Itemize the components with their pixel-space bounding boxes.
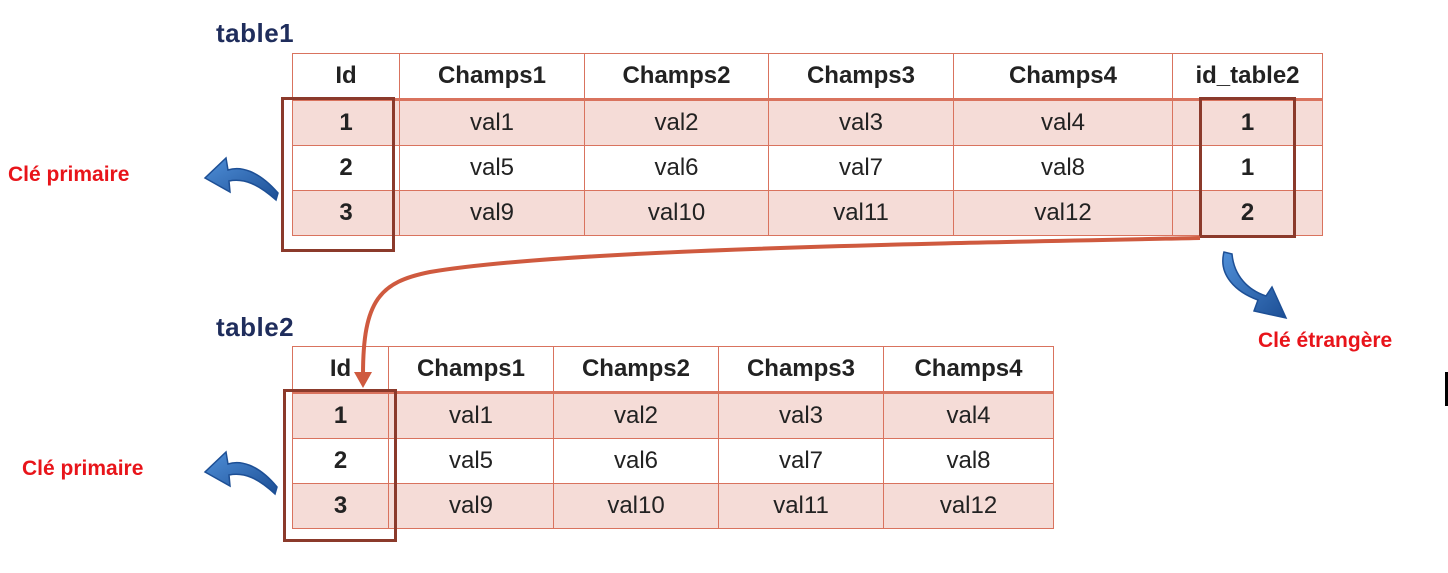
table2-cell: val7 [718, 438, 884, 484]
table2-cell: val9 [388, 483, 554, 529]
table2: Id Champs1 Champs2 Champs3 Champs4 1 val… [292, 346, 1054, 529]
table1-cell: val3 [768, 99, 954, 146]
table1-cell: 1 [292, 99, 400, 146]
foreign-key-label: Clé étrangère [1258, 329, 1393, 352]
table-row: 2 val5 val6 val7 val8 1 [292, 145, 1323, 191]
table1-header-id: Id [292, 53, 400, 100]
table1-header-id-table2: id_table2 [1172, 53, 1323, 100]
table-row: 2 val5 val6 val7 val8 [292, 438, 1054, 484]
table1-cell: val8 [953, 145, 1173, 191]
curved-arrow-left-icon [203, 450, 278, 496]
table1-fk-cell: 1 [1172, 99, 1323, 146]
table1-title: table1 [216, 18, 295, 48]
table-row: 1 val1 val2 val3 val4 [292, 392, 1054, 439]
table1-primary-key-box [281, 97, 395, 252]
table2-cell: val3 [718, 392, 884, 439]
table1-cell: val5 [399, 145, 585, 191]
table1-cell: val4 [953, 99, 1173, 146]
table1-cell: 3 [292, 190, 400, 236]
table2-header-id: Id [292, 346, 389, 393]
table2-cell: val6 [553, 438, 719, 484]
relation-link-arrow [354, 236, 1201, 388]
table1-cell: val9 [399, 190, 585, 236]
table1-header-champs1: Champs1 [399, 53, 585, 100]
table2-header-champs1: Champs1 [388, 346, 554, 393]
table2-cell: val12 [883, 483, 1054, 529]
table1-cell: val12 [953, 190, 1173, 236]
table1-cell: val2 [584, 99, 769, 146]
table1-cell: val11 [768, 190, 954, 236]
table1: Id Champs1 Champs2 Champs3 Champs4 id_ta… [292, 53, 1323, 236]
primary-key-label-table2: Clé primaire [22, 457, 144, 480]
table2-cell: 3 [292, 483, 389, 529]
table2-cell: val1 [388, 392, 554, 439]
table1-fk-cell: 2 [1172, 190, 1323, 236]
table2-cell: val10 [553, 483, 719, 529]
table2-cell: val11 [718, 483, 884, 529]
table1-header-row: Id Champs1 Champs2 Champs3 Champs4 id_ta… [292, 53, 1323, 100]
table2-cell: val5 [388, 438, 554, 484]
table1-header-champs2: Champs2 [584, 53, 769, 100]
table2-cell: val4 [883, 392, 1054, 439]
table2-header-champs3: Champs3 [718, 346, 884, 393]
table1-cell: val7 [768, 145, 954, 191]
table2-primary-key-box [283, 389, 397, 542]
table1-cell: val10 [584, 190, 769, 236]
table1-cell: val6 [584, 145, 769, 191]
table-row: 3 val9 val10 val11 val12 [292, 483, 1054, 529]
table2-cell: val8 [883, 438, 1054, 484]
table-row: 1 val1 val2 val3 val4 1 [292, 99, 1323, 146]
edge-mark [1445, 372, 1448, 406]
table2-title: table2 [216, 312, 295, 342]
table1-header-champs4: Champs4 [953, 53, 1173, 100]
table1-header-champs3: Champs3 [768, 53, 954, 100]
table-row: 3 val9 val10 val11 val12 2 [292, 190, 1323, 236]
table2-header-row: Id Champs1 Champs2 Champs3 Champs4 [292, 346, 1054, 393]
table2-header-champs4: Champs4 [883, 346, 1054, 393]
table2-header-champs2: Champs2 [553, 346, 719, 393]
table1-foreign-key-box [1199, 97, 1296, 238]
curved-arrow-down-right-icon [1222, 251, 1288, 320]
curved-arrow-left-icon [203, 156, 279, 202]
primary-key-label-table1: Clé primaire [8, 163, 130, 186]
table1-cell: 2 [292, 145, 400, 191]
